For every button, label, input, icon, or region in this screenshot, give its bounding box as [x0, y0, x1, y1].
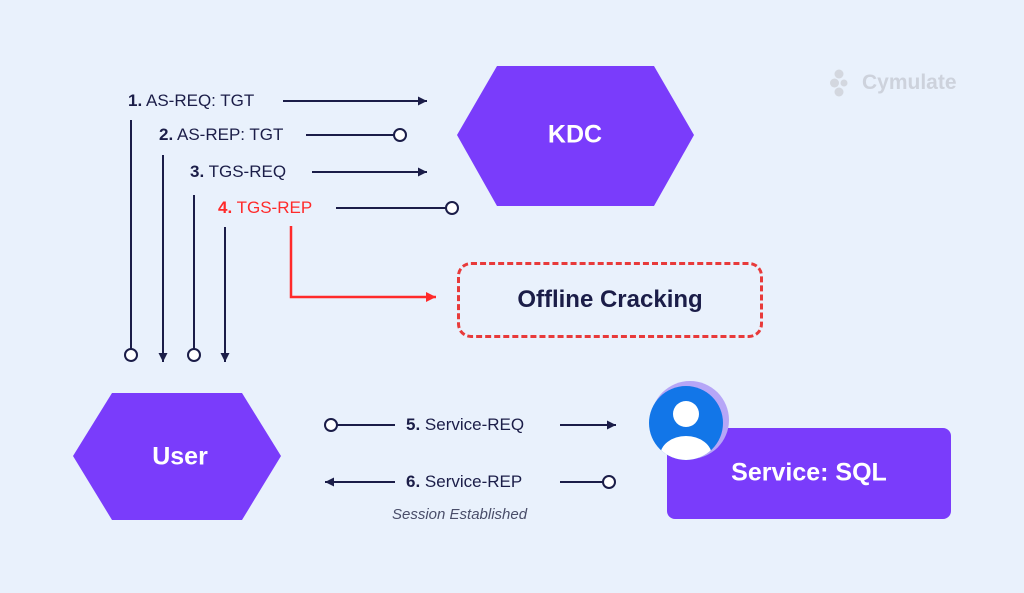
- step6-text: Service-REP: [424, 472, 523, 491]
- brand-logo: Cymulate: [830, 68, 957, 98]
- step1-label: 1. AS-REQ: TGT: [128, 91, 254, 111]
- step6-label: 6. Service-REP: [406, 472, 522, 492]
- kdc-label: KDC: [547, 120, 603, 149]
- cymulate-dots-logo-icon: [830, 69, 848, 97]
- step4-label: 4. TGS-REP: [218, 198, 312, 218]
- step5-label: 5. Service-REQ: [406, 415, 524, 435]
- step3-text: TGS-REQ: [208, 162, 287, 181]
- step2-origin-dot: [393, 128, 407, 142]
- service-node: [667, 428, 951, 519]
- step5-origin-dot: [324, 418, 338, 432]
- brand-name: Cymulate: [862, 71, 957, 94]
- vline-3-dot: [187, 348, 201, 362]
- service-label: Service: SQL: [731, 458, 887, 487]
- user-label: User: [152, 442, 208, 471]
- step3-label: 3. TGS-REQ: [190, 162, 286, 182]
- step5-number: 5.: [406, 415, 421, 434]
- offline-cracking-label: Offline Cracking: [517, 286, 703, 313]
- offline-cracking-arrow: [289, 226, 436, 302]
- user-avatar-icon: [649, 381, 729, 460]
- offline-cracking-box: Offline Cracking: [457, 262, 763, 338]
- step1-text: AS-REQ: TGT: [145, 91, 255, 110]
- step2-number: 2.: [159, 125, 174, 144]
- step5-text: Service-REQ: [424, 415, 525, 434]
- step4-number: 4.: [218, 198, 233, 217]
- step4-text: TGS-REP: [236, 198, 313, 217]
- session-established-note: Session Established: [392, 506, 528, 523]
- user-node: [73, 393, 281, 520]
- step1-number: 1.: [128, 91, 143, 110]
- step3-number: 3.: [190, 162, 205, 181]
- step2-label: 2. AS-REP: TGT: [159, 125, 283, 145]
- step6-number: 6.: [406, 472, 421, 491]
- step2-text: AS-REP: TGT: [176, 125, 284, 144]
- vline-1-dot: [124, 348, 138, 362]
- step6-origin-dot: [602, 475, 616, 489]
- step4-origin-dot: [445, 201, 459, 215]
- kdc-node: [457, 66, 694, 206]
